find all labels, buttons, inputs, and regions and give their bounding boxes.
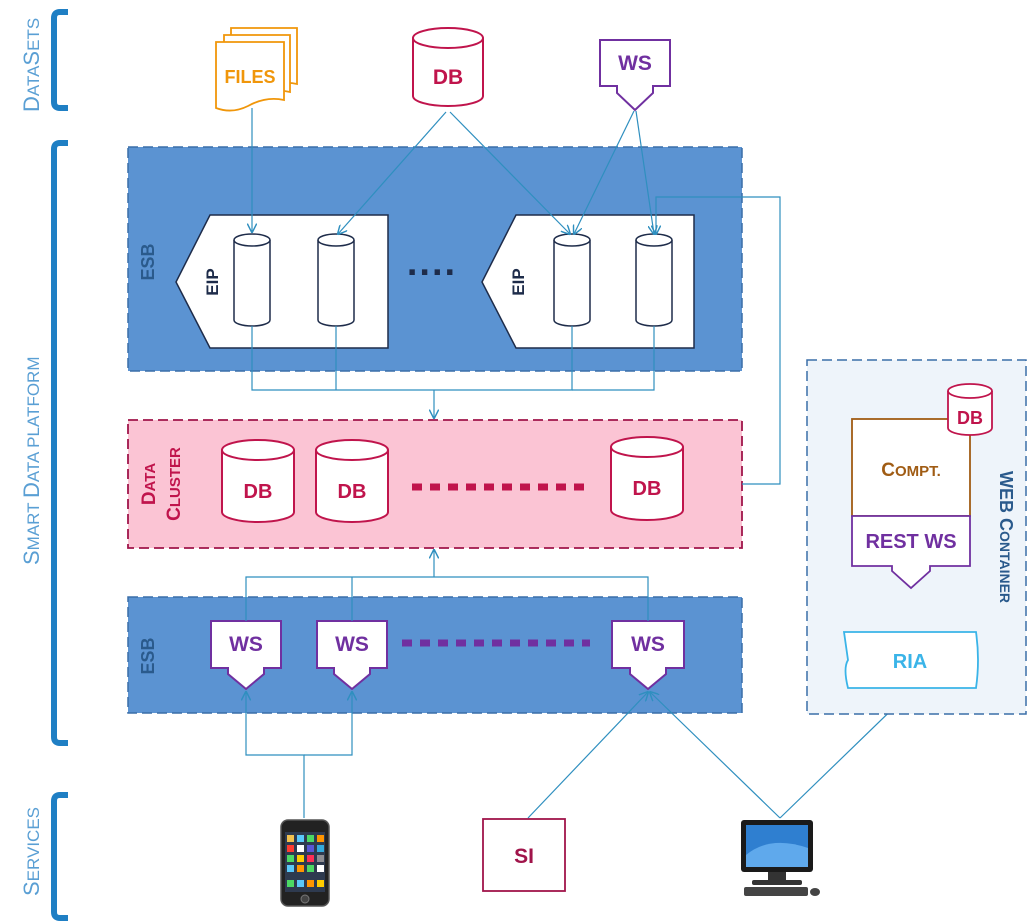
cluster-db-2: DB	[315, 439, 389, 523]
ws-source-icon: WS	[599, 39, 671, 112]
datasets-section-label: DATASETS	[19, 18, 44, 112]
cluster-db-1-label: DB	[244, 481, 273, 503]
cluster-db-1: DB	[221, 439, 295, 523]
eip-right-cylinder-1	[553, 233, 591, 327]
eip-left-cylinder-2	[317, 233, 355, 327]
si-block: SI	[482, 818, 566, 892]
smartphone-icon	[280, 819, 330, 907]
files-source-label: FILES	[224, 67, 275, 87]
datasets-bracket	[51, 9, 68, 111]
platform-section-label: SMART DATA PLATFORM	[19, 357, 44, 565]
db-source-icon: DB	[412, 27, 484, 107]
ria-label: RIA	[893, 651, 927, 673]
cluster-db-3: DB	[610, 436, 684, 521]
monitor-to-ws-line	[650, 692, 781, 819]
db-source-label: DB	[433, 66, 463, 89]
data-cluster-label-line2: CLUSTER	[164, 447, 185, 521]
web-db-label: DB	[957, 408, 983, 428]
eip-left-block: EIP	[175, 214, 389, 349]
rest-ws-label: REST WS	[865, 531, 956, 553]
cluster-db-3-label: DB	[633, 478, 662, 500]
si-label: SI	[514, 845, 534, 868]
eip-to-cluster-line-4	[572, 326, 655, 391]
ws-to-cluster-line-1	[245, 576, 434, 621]
esb-bottom-label: ESB	[138, 637, 158, 674]
eip-right-label: EIP	[509, 268, 528, 295]
esb-ws-2: WS	[316, 620, 388, 691]
db-to-eip-left-line	[338, 111, 447, 234]
eip-ellipsis: ....	[407, 242, 457, 284]
ws-to-eip-right-1-line	[574, 110, 635, 234]
ria-block: RIA	[842, 631, 979, 689]
compt-label: COMPT.	[881, 460, 941, 481]
cluster-feedback-line	[656, 196, 781, 485]
phone-to-ws-line	[246, 692, 305, 818]
db-to-eip-right-line	[449, 111, 570, 234]
services-bracket	[51, 792, 68, 921]
esb-ws-1-label: WS	[229, 633, 263, 656]
phone-to-ws2-line	[304, 692, 352, 756]
ws-source-label: WS	[618, 52, 652, 75]
eip-left-cylinder-1	[233, 233, 271, 327]
compt-block: COMPT.	[851, 418, 971, 517]
esb-ws-2-label: WS	[335, 633, 369, 656]
files-source-icon: FILES	[215, 27, 298, 112]
esb-top-label: ESB	[138, 243, 158, 280]
web-db-icon: DB	[947, 383, 993, 436]
cluster-db-2-label: DB	[338, 481, 367, 503]
eip-to-cluster-line-1	[251, 326, 434, 391]
esb-ws-1: WS	[210, 620, 282, 691]
si-to-ws-line	[527, 692, 648, 819]
esb-ws-3: WS	[611, 620, 685, 691]
web-container-title: WEB CONTAINER	[996, 471, 1016, 603]
platform-bracket	[51, 140, 68, 746]
data-cluster-label-line1: DATA	[139, 463, 160, 506]
eip-right-block: EIP	[481, 214, 695, 349]
ws-to-cluster-line-3	[434, 576, 649, 621]
eip-right-cylinder-2	[635, 233, 673, 327]
ws-to-eip-right-2-line	[635, 110, 654, 234]
esb-ws-3-label: WS	[631, 633, 665, 656]
services-section-label: SERVICES	[19, 807, 44, 896]
rest-ws-block: REST WS	[851, 515, 971, 590]
desktop-monitor-icon	[741, 820, 820, 896]
eip-left-label: EIP	[203, 268, 222, 295]
